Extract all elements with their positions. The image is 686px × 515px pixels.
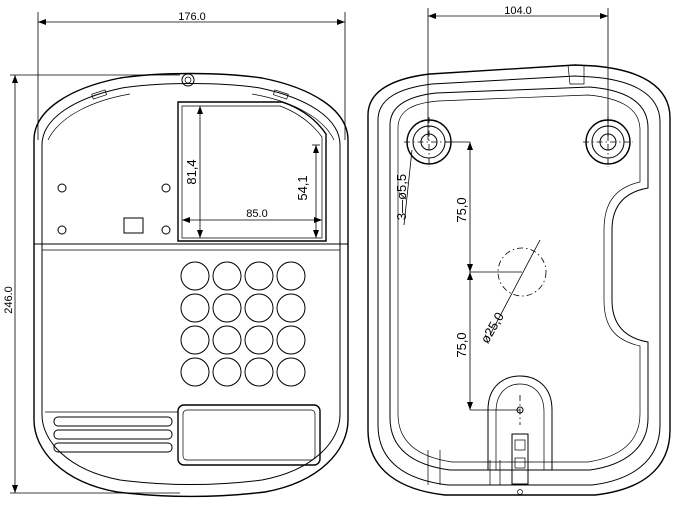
keypad-button bbox=[180, 293, 210, 323]
keypad bbox=[180, 261, 306, 387]
keypad-button bbox=[212, 325, 242, 355]
window-inner-height-dimension: 54,1 bbox=[295, 175, 310, 200]
window-height-dimension: 81,4 bbox=[184, 159, 199, 184]
keypad-button bbox=[180, 357, 210, 387]
window-width-dimension: 85.0 bbox=[246, 208, 267, 220]
upper-vertical-dimension: 75,0 bbox=[454, 197, 469, 222]
keypad-button bbox=[244, 325, 274, 355]
keypad-button bbox=[212, 261, 242, 291]
width-dimension: 176.0 bbox=[178, 11, 206, 23]
back-view: 104.0 3—ø5,5 75,0 75,0 bbox=[367, 5, 671, 496]
hole-spacing-dimension: 104.0 bbox=[504, 5, 532, 17]
keypad-button bbox=[180, 325, 210, 355]
keypad-button bbox=[244, 293, 274, 323]
keypad-button bbox=[276, 293, 306, 323]
keypad-button bbox=[276, 261, 306, 291]
hole-diameter-dimension: 3—ø5,5 bbox=[394, 174, 409, 220]
center-diameter-dimension: ø25,0 bbox=[477, 310, 507, 346]
keypad-button bbox=[180, 261, 210, 291]
keypad-button bbox=[276, 357, 306, 387]
keypad-button bbox=[244, 261, 274, 291]
front-view: 176.0 246.0 81,4 bbox=[3, 11, 349, 498]
keypad-button bbox=[212, 293, 242, 323]
height-dimension: 246.0 bbox=[3, 286, 15, 314]
keypad-button bbox=[212, 357, 242, 387]
keypad-button bbox=[244, 357, 274, 387]
keypad-button bbox=[276, 325, 306, 355]
lower-vertical-dimension: 75,0 bbox=[454, 332, 469, 357]
